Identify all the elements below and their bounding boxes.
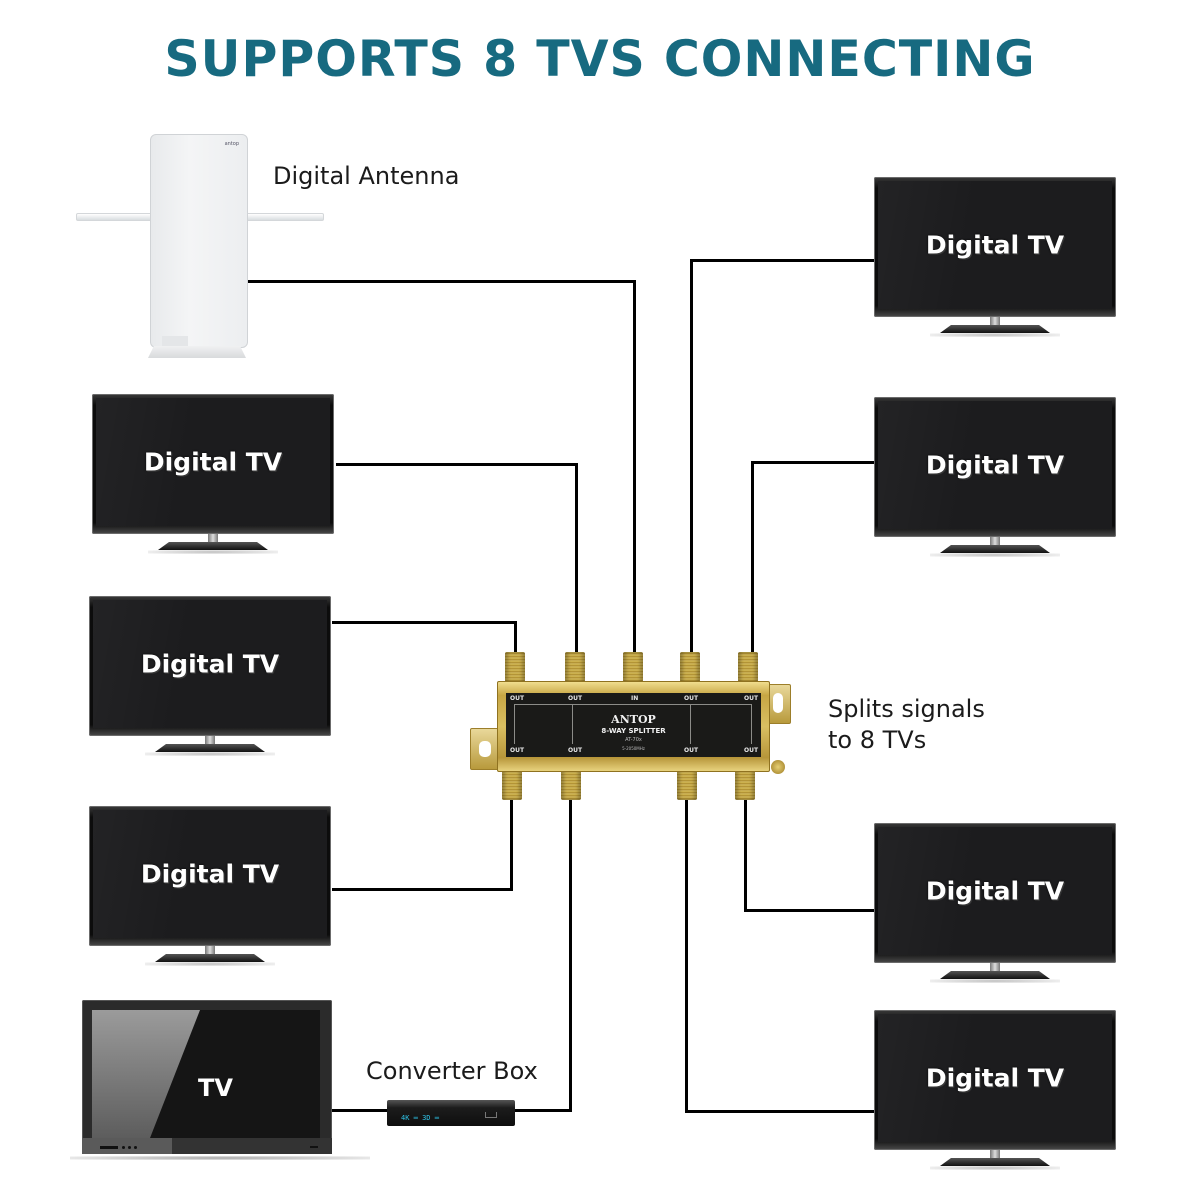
digital-tv-right-1: Digital TV	[874, 177, 1120, 339]
antenna-rod-right	[244, 213, 324, 221]
port-label: OUT	[510, 695, 525, 702]
page-title: SUPPORTS 8 TVS CONNECTING	[164, 30, 1036, 88]
antenna-logo: antop	[224, 141, 239, 147]
splitter-product: 8-WAY SPLITTER	[601, 727, 666, 735]
port-label: OUT	[684, 695, 699, 702]
antenna-panel: antop	[150, 134, 248, 348]
coax-port-out	[502, 770, 522, 800]
mounting-tab-left	[470, 728, 502, 770]
tv-label: Digital TV	[925, 450, 1065, 480]
coax-port-out	[505, 652, 525, 682]
port-label: OUT	[684, 747, 699, 754]
converter-display: 4K ═ 3D ═	[401, 1114, 439, 1122]
port-label: OUT	[568, 747, 583, 754]
coax-port-out	[677, 770, 697, 800]
tv-label: Digital TV	[140, 859, 280, 889]
tv-stand	[158, 542, 268, 550]
digital-tv-right-2: Digital TV	[874, 397, 1120, 559]
splitter-caption-line-2: to 8 TVs	[828, 726, 927, 754]
digital-tv-left-1: Digital TV	[92, 394, 338, 556]
tv-label: Digital TV	[925, 876, 1065, 906]
splitter-caption: Splits signals to 8 TVs	[828, 694, 985, 756]
antenna-rod-left	[76, 213, 154, 221]
port-label: OUT	[744, 747, 759, 754]
port-label: OUT	[744, 695, 759, 702]
port-label: IN	[631, 695, 639, 702]
tv-stand	[940, 545, 1050, 553]
antenna-base	[148, 346, 246, 358]
splitter-model: AT-70x	[625, 737, 642, 743]
splitter-label-plate: OUT OUT IN OUT OUT OUT OUT OUT OUT ANTOP…	[506, 693, 761, 757]
tv-label: Digital TV	[140, 649, 280, 679]
ground-screw	[771, 760, 785, 774]
coax-port-in	[623, 652, 643, 682]
converter-button-icon	[485, 1112, 497, 1118]
splitter-caption-line-1: Splits signals	[828, 695, 985, 723]
digital-tv-right-4: Digital TV	[874, 1010, 1120, 1172]
tv-label: Digital TV	[925, 1063, 1065, 1093]
tv-stand	[155, 954, 265, 962]
tv-label: Digital TV	[925, 230, 1065, 260]
antenna-label: Digital Antenna	[273, 162, 460, 190]
port-label: OUT	[568, 695, 583, 702]
splitter-brand: ANTOP	[611, 713, 656, 726]
coax-port-out	[565, 652, 585, 682]
antenna-stand	[162, 336, 188, 348]
converter-box: 4K ═ 3D ═	[387, 1100, 515, 1126]
digital-tv-right-3: Digital TV	[874, 823, 1120, 985]
port-label: OUT	[510, 747, 525, 754]
tv-stand	[155, 744, 265, 752]
tv-stand	[940, 1158, 1050, 1166]
tv-label: TV	[198, 1074, 233, 1102]
splitter-frequency: 5-2050MHz	[622, 746, 645, 751]
legacy-tv: TV	[82, 1000, 332, 1154]
coax-port-out	[738, 652, 758, 682]
tv-stand	[940, 325, 1050, 333]
converter-box-label: Converter Box	[366, 1057, 538, 1085]
coax-port-out	[561, 770, 581, 800]
digital-tv-left-3: Digital TV	[89, 806, 335, 968]
coax-port-out	[680, 652, 700, 682]
tv-stand	[940, 971, 1050, 979]
digital-tv-left-2: Digital TV	[89, 596, 335, 758]
coax-port-out	[735, 770, 755, 800]
splitter-housing: OUT OUT IN OUT OUT OUT OUT OUT OUT ANTOP…	[497, 681, 770, 772]
tv-label: Digital TV	[143, 447, 283, 477]
